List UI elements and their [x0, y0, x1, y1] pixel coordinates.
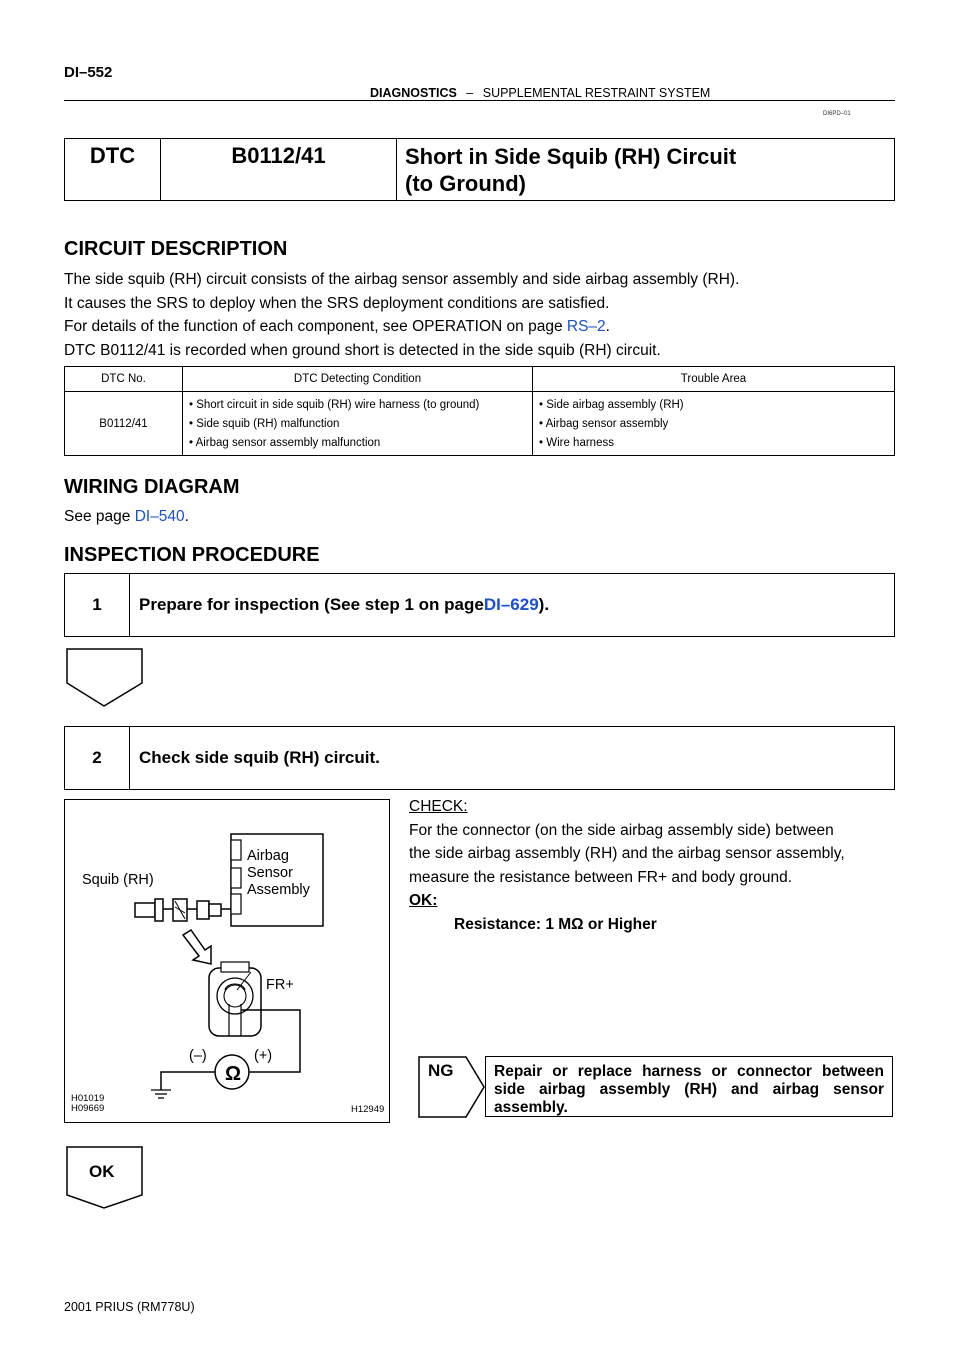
- circuit-description-text: The side squib (RH) circuit consists of …: [64, 268, 739, 362]
- sensor-label: Airbag Sensor Assembly: [247, 848, 310, 899]
- ng-arrow-icon: [418, 1056, 485, 1118]
- header-subsection: SUPPLEMENTAL RESTRAINT SYSTEM: [482, 86, 711, 100]
- ohmmeter-icon: Ω: [225, 1063, 241, 1085]
- sensor-label-line3: Assembly: [247, 882, 310, 898]
- flow-arrow-icon: [66, 648, 143, 707]
- table-header: DTC No.: [64, 366, 183, 392]
- running-header: DIAGNOSTICS – SUPPLEMENTAL RESTRAINT SYS…: [370, 86, 710, 100]
- check-line3: measure the resistance between FR+ and b…: [409, 868, 792, 886]
- check-line2: the side airbag assembly (RH) and the ai…: [409, 845, 845, 862]
- page-id: DI–552: [64, 64, 113, 81]
- figure-ref: H12949: [351, 1104, 385, 1115]
- table-cell-areas: • Side airbag assembly (RH) • Airbag sen…: [532, 391, 895, 456]
- ng-label: NG: [428, 1061, 454, 1080]
- table-cell-dtc-no: B0112/41: [64, 391, 183, 456]
- link-rs-2[interactable]: RS–2: [566, 318, 606, 335]
- condition-item: • Short circuit in side squib (RH) wire …: [189, 399, 480, 411]
- plus-label: (+): [254, 1048, 273, 1064]
- table-row: B0112/41 • Short circuit in side squib (…: [64, 391, 895, 456]
- check-label: CHECK:: [409, 798, 468, 815]
- footer: 2001 PRIUS (RM778U): [64, 1300, 195, 1314]
- check-line1: For the connector (on the side airbag as…: [409, 821, 834, 839]
- dtc-title-line1: Short in Side Squib (RH) Circuit: [405, 144, 737, 169]
- dtc-title-line2: (to Ground): [405, 171, 526, 196]
- dtc-title-box: DTC B0112/41 Short in Side Squib (RH) Ci…: [64, 138, 895, 201]
- area-item: • Wire harness: [539, 437, 614, 449]
- desc-line1: The side squib (RH) circuit consists of …: [64, 271, 740, 288]
- step-1-suffix: ).: [538, 595, 550, 614]
- sensor-label-line1: Airbag: [247, 848, 289, 864]
- header-section: DIAGNOSTICS: [370, 86, 457, 100]
- check-block: CHECK: For the connector (on the side ai…: [409, 795, 895, 936]
- step-1-box: 1 Prepare for inspection (See step 1 on …: [64, 573, 895, 637]
- table-header-row: DTC No. DTC Detecting Condition Trouble …: [64, 366, 895, 392]
- circuit-description-heading: CIRCUIT DESCRIPTION: [64, 238, 288, 260]
- desc-line3: For details of the function of each comp…: [64, 315, 739, 339]
- squib-label: Squib (RH): [82, 872, 154, 888]
- area-item: • Airbag sensor assembly: [539, 418, 669, 430]
- wiring-prefix: See page: [64, 508, 135, 525]
- step-2-box: 2 Check side squib (RH) circuit.: [64, 726, 895, 790]
- table-cell-conditions: • Short circuit in side squib (RH) wire …: [182, 391, 533, 456]
- link-di-629[interactable]: DI–629: [483, 595, 539, 614]
- step-2-number: 2: [65, 727, 130, 789]
- wiring-suffix: .: [184, 508, 189, 525]
- step-1-text: Prepare for inspection (See step 1 on pa…: [130, 574, 894, 636]
- header-separator: –: [466, 86, 474, 100]
- table-header: DTC Detecting Condition: [182, 366, 533, 392]
- dtc-table: DTC No. DTC Detecting Condition Trouble …: [64, 366, 895, 456]
- sensor-label-line2: Sensor: [247, 865, 293, 881]
- figure-ref: H09669: [71, 1103, 105, 1114]
- desc-line3-prefix: For details of the function of each comp…: [64, 318, 567, 335]
- squib-diagram-drawing: Ω: [134, 833, 324, 1099]
- wiring-diagram-text: See page DI–540.: [64, 505, 189, 529]
- ok-flow-label: OK: [89, 1162, 115, 1181]
- area-item: • Side airbag assembly (RH): [539, 399, 684, 411]
- desc-line3-suffix: .: [605, 318, 610, 335]
- condition-item: • Side squib (RH) malfunction: [189, 418, 340, 430]
- step-2-text: Check side squib (RH) circuit.: [139, 748, 380, 767]
- link-di-540[interactable]: DI–540: [134, 508, 185, 525]
- figure-refs: H01019 H09669: [71, 1094, 104, 1114]
- desc-line4: DTC B0112/41 is recorded when ground sho…: [64, 341, 661, 359]
- ng-action-box: Repair or replace harness or connector b…: [485, 1056, 893, 1117]
- dtc-label: DTC: [65, 139, 161, 200]
- terminal-label: FR+: [266, 977, 294, 993]
- dtc-code: B0112/41: [161, 139, 397, 200]
- step-1-prefix: Prepare for inspection (See step 1 on pa…: [139, 595, 484, 614]
- desc-line2: It causes the SRS to deploy when the SRS…: [64, 294, 610, 312]
- condition-item: • Airbag sensor assembly malfunction: [189, 437, 381, 449]
- ok-label: OK:: [409, 892, 438, 909]
- resistance-spec: Resistance: 1 MΩ or Higher: [454, 915, 657, 933]
- inspection-procedure-heading: INSPECTION PROCEDURE: [64, 544, 320, 566]
- minus-label: (–): [189, 1048, 207, 1064]
- step-1-number: 1: [65, 574, 130, 636]
- table-header: Trouble Area: [532, 366, 895, 392]
- header-rule: [64, 100, 895, 101]
- squib-connector-figure: Ω Squib (RH) Airbag Sensor Assembly FR+ …: [64, 799, 390, 1123]
- wiring-diagram-heading: WIRING DIAGRAM: [64, 476, 240, 498]
- doc-code: DI6PD–01: [823, 111, 851, 117]
- ok-arrow-icon: [66, 1146, 143, 1209]
- figure-ref: H01019: [71, 1093, 105, 1104]
- dtc-title: Short in Side Squib (RH) Circuit (to Gro…: [397, 139, 894, 200]
